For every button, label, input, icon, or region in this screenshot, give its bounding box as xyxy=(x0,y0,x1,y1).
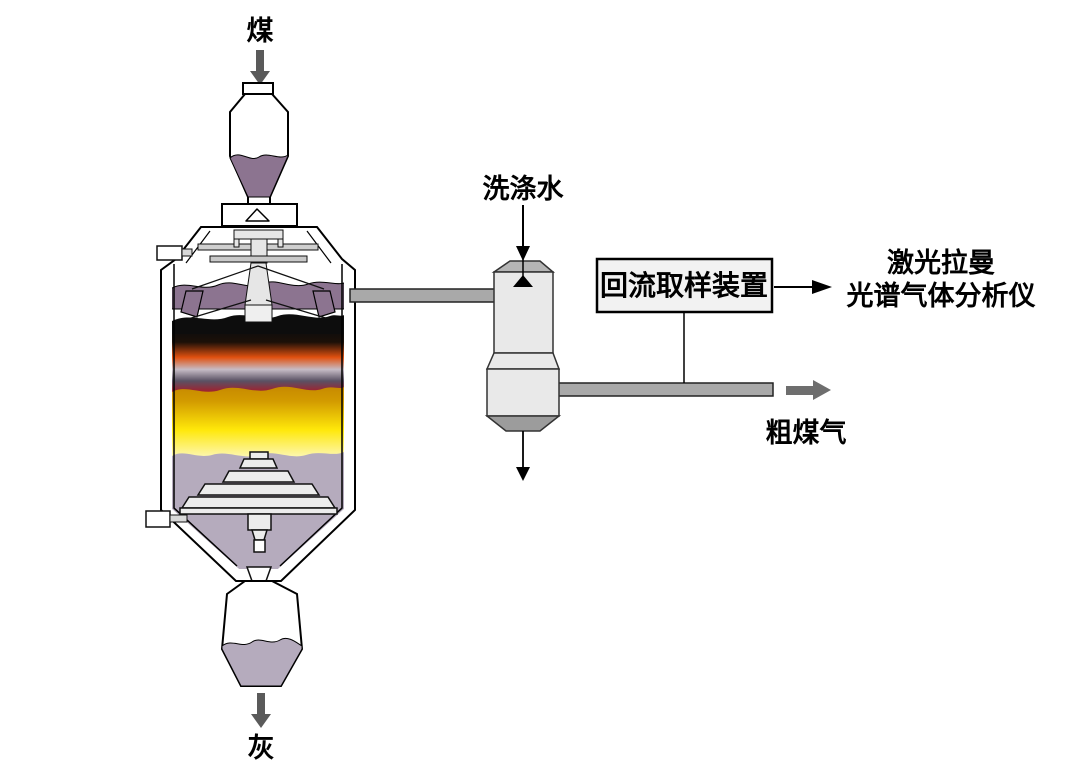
sampling-device-box xyxy=(595,257,774,314)
analyzer-arrow-icon xyxy=(774,280,832,294)
sampling-device-label: 回流取样装置 xyxy=(600,269,768,301)
crude-gas-arrow-icon xyxy=(786,380,831,400)
ash-lock-hopper xyxy=(220,580,304,687)
analyzer-label-line1: 激光拉曼 xyxy=(887,247,995,278)
ash-outlet-throat xyxy=(245,566,273,582)
coal-feed-arrow-icon xyxy=(250,50,270,85)
scrubber-lower-body xyxy=(486,368,560,417)
ash-outlet-arrow-icon xyxy=(251,693,271,728)
distributor-blade-left xyxy=(180,290,204,318)
coal-lock-hopper xyxy=(221,82,298,227)
scrubber xyxy=(484,260,562,432)
analyzer-label-line2: 光谱气体分析仪 xyxy=(846,280,1036,311)
scrubber-bottom-cone xyxy=(484,415,562,432)
ash-label: 灰 xyxy=(248,733,275,763)
coal-distributor-mechanism xyxy=(156,229,330,323)
drying-zone-black xyxy=(172,314,344,334)
scrubber-flare xyxy=(485,352,561,370)
gasifier-vessel xyxy=(145,226,356,582)
distributor-blade-right xyxy=(312,290,336,318)
raw-gas-pipe xyxy=(349,288,497,303)
scrubber-drain-arrow-icon xyxy=(516,431,530,481)
rotating-grate xyxy=(145,451,338,553)
washing-water-label: 洗涤水 xyxy=(483,174,565,204)
hopper-neck xyxy=(242,82,274,95)
gasifier-inner-wall xyxy=(173,264,343,567)
coal-fill-shape xyxy=(229,154,289,198)
scrubber-spray-nozzle xyxy=(513,275,533,287)
ash-fill-shape xyxy=(221,637,303,687)
coal-label: 煤 xyxy=(247,16,274,46)
washing-water-arrow-icon xyxy=(516,205,530,277)
feed-valve-cone xyxy=(245,208,270,222)
crude-gas-label: 粗煤气 xyxy=(766,418,847,448)
outlet-gas-pipe xyxy=(557,382,774,397)
combustion-zone-gradient xyxy=(172,386,344,465)
